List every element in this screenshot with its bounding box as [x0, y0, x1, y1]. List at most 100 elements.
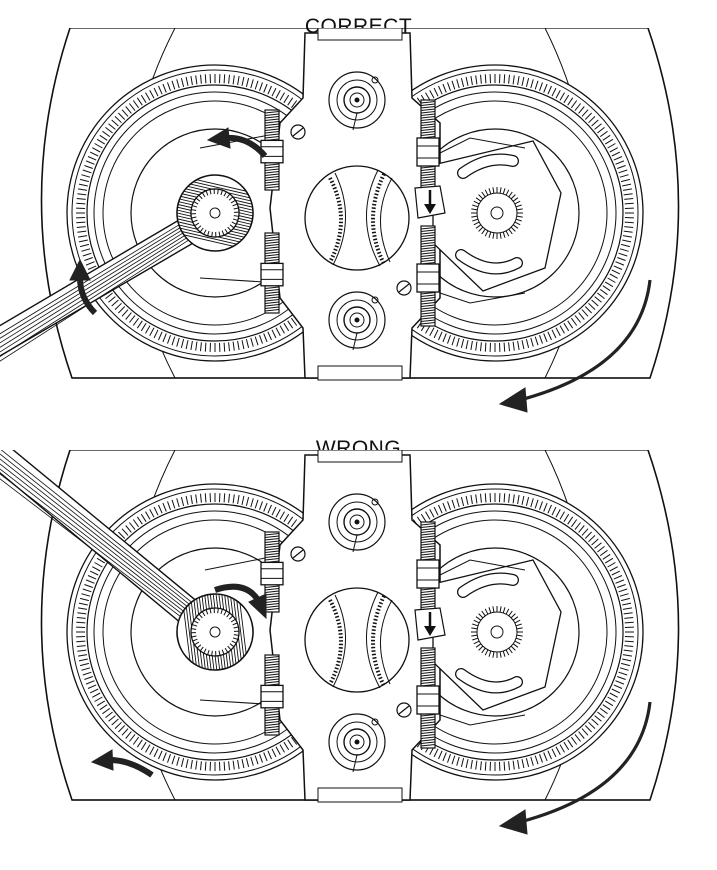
- screw-slot: [292, 549, 304, 559]
- bolt-nut: [416, 263, 440, 293]
- bolt-nut: [416, 685, 440, 715]
- cam-slot-inner: [456, 250, 522, 274]
- arrow-shaft: [214, 583, 261, 602]
- right-clamp-arm: [439, 292, 526, 304]
- bearing-center: [349, 92, 365, 108]
- bearing-dot: [354, 519, 360, 525]
- wrench-spline: [190, 188, 240, 238]
- bracket-top-tab: [317, 28, 403, 41]
- bearing-mark: [352, 332, 358, 351]
- bracket-window: [304, 165, 410, 271]
- cam-slot-inner: [458, 573, 518, 597]
- screw-upper: [290, 124, 306, 140]
- bolt-nut: [416, 559, 440, 589]
- bolt-nut: [260, 262, 284, 287]
- right-cam-plate: [432, 559, 562, 711]
- right-cam-plate: [432, 140, 562, 292]
- arrow-head: [498, 387, 528, 413]
- bearing-pin: [371, 76, 379, 84]
- shaft-center: [490, 625, 504, 639]
- bracket-top-tab: [317, 450, 403, 463]
- top-bearing: [328, 71, 386, 131]
- arrow-shaft: [77, 277, 98, 316]
- right-lower-bolt: [416, 647, 440, 749]
- cam-slot-inner: [458, 154, 518, 178]
- bearing-dot: [354, 317, 360, 323]
- bearing-mark: [352, 754, 358, 773]
- bolt-nut: [416, 137, 440, 167]
- window-gear-edges: [332, 591, 393, 689]
- arrow-head: [90, 749, 114, 771]
- bolt-nut: [260, 561, 284, 586]
- bearing-ring: [336, 299, 378, 341]
- wrench-handle-lines: [0, 450, 196, 620]
- bearing-pin: [371, 498, 379, 506]
- left-lower-bolt: [260, 232, 284, 314]
- bearing-pin: [371, 296, 379, 304]
- wrench-rotation-arrow: [214, 583, 267, 620]
- arrow-head: [498, 809, 528, 835]
- bracket-bottom-tab: [317, 787, 403, 803]
- handle-rotation-arrow: [90, 749, 154, 778]
- bearing-center: [349, 312, 365, 328]
- arrow-shaft: [519, 279, 652, 402]
- down-arrow-icon: [424, 204, 436, 214]
- left-upper-bolt: [260, 109, 284, 191]
- housing-rotation-arrow: [498, 701, 652, 835]
- left-upper-bolt: [260, 531, 284, 613]
- bottom-bearing: [328, 713, 386, 773]
- right-clamp-arm: [439, 714, 526, 726]
- top-bearing: [328, 493, 386, 553]
- wrench: [0, 450, 254, 686]
- arrow-head: [69, 258, 91, 281]
- bearing-dot: [354, 97, 360, 103]
- arrow-head: [206, 127, 231, 149]
- screw-slot: [398, 705, 410, 715]
- left-lower-bolt: [260, 654, 284, 736]
- handle-rotation-arrow: [69, 258, 98, 316]
- bearing-center: [349, 514, 365, 530]
- cam-sprocket-teeth: [471, 606, 523, 658]
- wrench-rotation-arrow: [206, 127, 268, 159]
- cam-sprocket-teeth: [471, 187, 523, 239]
- window-gear-edges: [332, 169, 393, 267]
- cam-slot-inner: [456, 669, 522, 693]
- arrow-head: [248, 593, 267, 620]
- bottom-bearing: [328, 291, 386, 351]
- right-clamp-arm: [439, 559, 526, 576]
- bearing-pin: [371, 718, 379, 726]
- bearing-mark: [352, 534, 358, 553]
- screw-lower: [396, 280, 412, 296]
- screw-slot: [398, 283, 410, 293]
- down-arrow-icon: [424, 626, 436, 636]
- window-teeth: [328, 599, 343, 685]
- screw-lower: [396, 702, 412, 718]
- right-clamp-arm: [439, 137, 526, 154]
- bracket-bottom-tab: [317, 365, 403, 381]
- diagram-wrong: [0, 450, 717, 870]
- bearing-center: [349, 734, 365, 750]
- wrong-drawing: [0, 450, 680, 835]
- shaft-center: [490, 206, 504, 220]
- bearing-dot: [354, 739, 360, 745]
- wrench: [0, 174, 268, 383]
- correct-drawing: [0, 28, 680, 413]
- bearing-ring: [336, 501, 378, 543]
- bearing-mark: [352, 112, 358, 131]
- diagram-correct: [0, 28, 717, 448]
- shaft-center: [209, 626, 221, 638]
- right-lower-bolt: [416, 225, 440, 327]
- screw-upper: [290, 546, 306, 562]
- housing-rotation-arrow: [498, 279, 652, 413]
- window-teeth: [328, 177, 343, 263]
- bearing-ring: [336, 79, 378, 121]
- bolt-nut: [260, 684, 284, 709]
- bearing-ring: [336, 721, 378, 763]
- wrench-handle-lines: [0, 221, 193, 383]
- right-upper-bolt: [416, 521, 440, 623]
- wrench-spline: [191, 608, 239, 656]
- screw-slot: [292, 127, 304, 137]
- arrow-shaft: [109, 757, 154, 778]
- arrow-shaft: [519, 701, 652, 824]
- shaft-center: [209, 207, 221, 219]
